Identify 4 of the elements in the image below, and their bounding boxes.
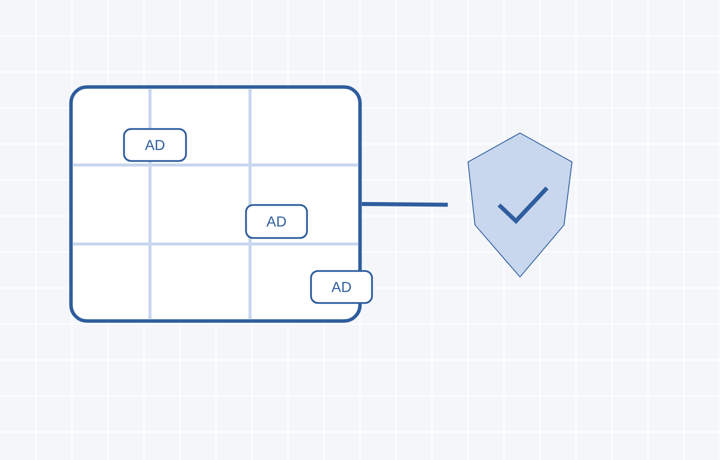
connector-line — [362, 202, 448, 207]
ad-badge: AD — [310, 270, 373, 304]
ad-badge: AD — [245, 204, 308, 239]
ad-badge: AD — [123, 128, 187, 162]
